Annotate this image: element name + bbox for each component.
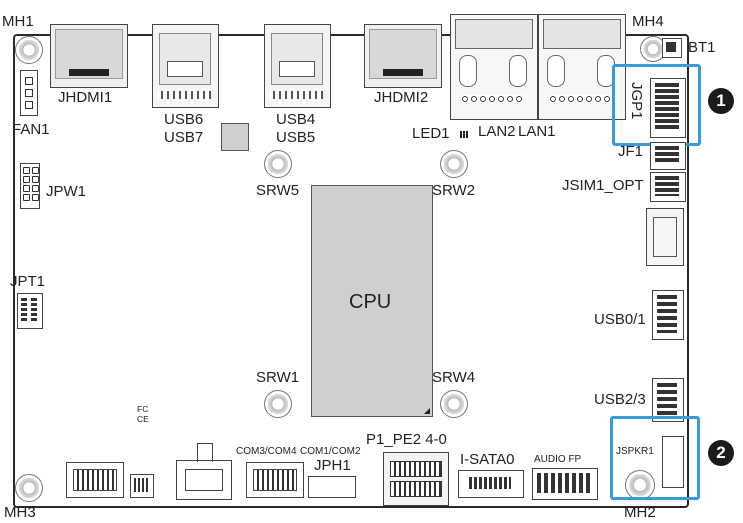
mounting-hole-mh4 bbox=[640, 36, 666, 62]
label-jpt1: JPT1 bbox=[10, 273, 46, 290]
header-small-bottom bbox=[130, 474, 154, 498]
label-isata0: I-SATA0 bbox=[460, 451, 515, 468]
label-usb01: USB0/1 bbox=[594, 311, 646, 328]
connector-jhdmi2 bbox=[364, 24, 442, 88]
label-mh3: MH3 bbox=[4, 504, 36, 521]
label-lan2: LAN2 bbox=[478, 123, 516, 140]
header-audio-fp bbox=[532, 468, 598, 500]
label-usb4: USB4 bbox=[276, 111, 316, 128]
label-com3-com4: COM3/COM4 bbox=[236, 446, 297, 457]
screw-srw1 bbox=[264, 390, 292, 418]
label-usb7: USB7 bbox=[164, 129, 204, 146]
label-srw5: SRW5 bbox=[256, 182, 300, 199]
connector-usb6-usb7 bbox=[152, 24, 219, 108]
connector-com3-com4 bbox=[66, 462, 124, 498]
highlight-box-2 bbox=[610, 416, 700, 500]
connector-usb4-usb5 bbox=[264, 24, 331, 108]
mounting-hole-mh3 bbox=[15, 474, 43, 502]
header-jspkr1 bbox=[662, 436, 684, 488]
label-usb6: USB6 bbox=[164, 111, 204, 128]
label-lan1: LAN1 bbox=[518, 123, 556, 140]
connector-com1-com2 bbox=[246, 462, 304, 498]
label-usb23: USB2/3 bbox=[594, 391, 646, 408]
label-led1: LED1 bbox=[412, 125, 450, 142]
screw-srw5 bbox=[264, 150, 292, 178]
label-mh2: MH2 bbox=[624, 504, 656, 521]
screw-srw4 bbox=[440, 390, 468, 418]
label-jsim1-opt: JSIM1_OPT bbox=[562, 177, 644, 194]
highlight-box-1 bbox=[612, 64, 701, 146]
connector-lan2 bbox=[450, 14, 538, 120]
label-jph1: JPH1 bbox=[314, 457, 351, 474]
label-srw4: SRW4 bbox=[432, 369, 476, 386]
header-jgp1 bbox=[650, 78, 686, 138]
label-mh1: MH1 bbox=[2, 13, 34, 30]
header-jsim1-opt bbox=[650, 172, 686, 202]
label-com1-com2: COM1/COM2 bbox=[300, 446, 361, 457]
label-jpw1: JPW1 bbox=[46, 183, 87, 200]
header-jph1 bbox=[308, 476, 356, 498]
label-jhdmi1: JHDMI1 bbox=[58, 89, 113, 106]
battery-bt1 bbox=[662, 38, 682, 58]
label-jhdmi2: JHDMI2 bbox=[374, 89, 429, 106]
header-usb23 bbox=[652, 378, 684, 422]
connector-dc-power bbox=[176, 443, 232, 500]
connector-side-slot bbox=[646, 208, 684, 266]
mounting-hole-mh1 bbox=[15, 36, 43, 64]
header-jpt1 bbox=[17, 293, 43, 329]
label-audio-fp: AUDIO FP bbox=[534, 454, 582, 465]
ce-mark: CE bbox=[137, 414, 149, 424]
chip-square bbox=[221, 123, 249, 151]
led1-indicator bbox=[460, 131, 469, 138]
connector-lan1 bbox=[538, 14, 626, 120]
label-jf1: JF1 bbox=[618, 143, 644, 160]
callout-1: 1 bbox=[708, 88, 734, 114]
label-fan1: FAN1 bbox=[12, 121, 50, 138]
label-cpu: CPU bbox=[349, 291, 392, 313]
header-jf1 bbox=[650, 142, 686, 170]
callout-2: 2 bbox=[708, 440, 734, 466]
label-srw2: SRW2 bbox=[432, 182, 476, 199]
fc-mark: FC bbox=[137, 404, 149, 414]
label-p1-pe2: P1_PE2 4-0 bbox=[366, 431, 447, 448]
screw-srw2 bbox=[440, 150, 468, 178]
header-fan1 bbox=[20, 70, 38, 116]
cpu bbox=[311, 185, 433, 417]
label-jspkr1: JSPKR1 bbox=[616, 446, 654, 457]
connector-p1-pe2 bbox=[383, 452, 449, 506]
connector-jhdmi1 bbox=[50, 24, 128, 88]
label-usb5: USB5 bbox=[276, 129, 316, 146]
header-usb01 bbox=[652, 290, 684, 340]
connector-isata0 bbox=[458, 470, 524, 498]
label-bt1: BT1 bbox=[688, 39, 716, 56]
label-mh4: MH4 bbox=[632, 13, 664, 30]
label-srw1: SRW1 bbox=[256, 369, 300, 386]
